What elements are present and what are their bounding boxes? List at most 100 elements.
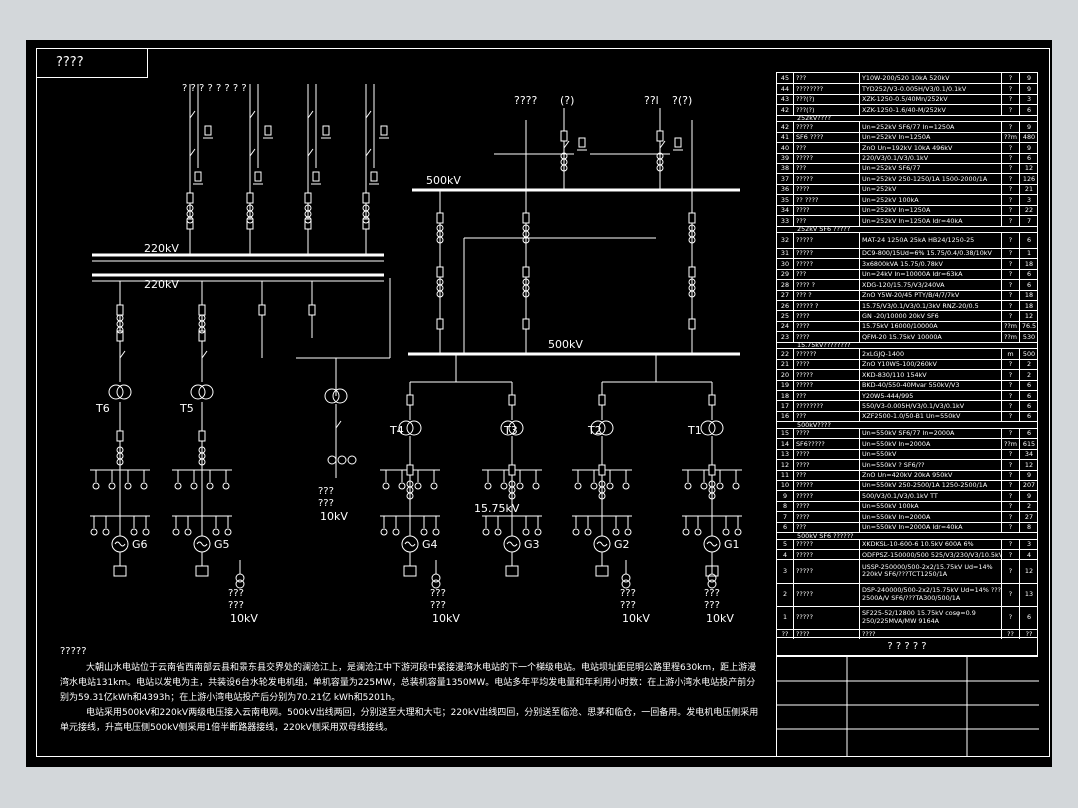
table-cell-name: ?????? (793, 349, 859, 359)
table-cell-spec: TYD252/V3-0.005H/V3/0.1/0.1kV (859, 84, 1001, 94)
label-aux-q-a1: ??? (318, 486, 334, 497)
table-cell-spec: Un=550kV In=2000A (859, 512, 1001, 522)
pt-symbol (482, 528, 490, 536)
table-cell-unit: ? (1001, 280, 1019, 290)
table-cell-unit: ??m (1001, 439, 1019, 449)
breaker-symbol (708, 394, 716, 406)
table-cell-qty: 12 (1019, 311, 1038, 321)
table-cell-unit: ??m (1001, 132, 1019, 143)
table-cell-name: ????? (793, 174, 859, 184)
table-row: 42???(?)XZK-1250-1.6/40-M/252kV?6 (777, 104, 1038, 115)
table-row: 21????ZnO Y10W5-100/260kV?2 (777, 358, 1037, 370)
excitation-symbol (732, 482, 740, 490)
table-cell-no: 42 (780, 122, 790, 131)
generator-label: G2 (614, 538, 630, 551)
table-cell-qty: 6 (1019, 428, 1038, 439)
table-cell-spec: 220/V3/0.1/V3/0.1kV (859, 153, 1001, 163)
excitation-symbol (574, 482, 582, 490)
ct-symbol (598, 492, 606, 500)
table-cell-qty: 530 (1019, 332, 1038, 342)
aux-trafo-symbol (431, 579, 441, 589)
table-cell-name: ???? (793, 629, 859, 639)
switch-symbol (365, 148, 372, 157)
ct-symbol (508, 492, 516, 500)
transformer-label-t5: T5 (179, 402, 194, 415)
table-cell-no: 29 (780, 270, 790, 279)
table-cell-no: 43 (780, 95, 790, 104)
table-cell-no: 18 (780, 391, 790, 400)
table-cell-qty: 9 (1019, 143, 1038, 153)
arrester-symbol (204, 125, 212, 136)
transformer-symbol (406, 420, 422, 436)
switch-symbol (189, 110, 196, 119)
label-aux-q-c2: ??? (430, 600, 446, 611)
table-cell-spec: XKDKSL-10-600-6 10.5kV 600A 6% (859, 539, 1001, 550)
label-aux-q-e2: ??? (704, 600, 720, 611)
pt-symbol (172, 528, 180, 536)
table-cell-name: ???? (793, 449, 859, 460)
breaker-symbol (362, 218, 370, 230)
table-cell-spec: DC9-800/15Ud=6% 15.75/0.4/0.38/10kV (859, 248, 1001, 259)
table-cell-no: 9 (782, 491, 788, 500)
table-cell-no: 4 (782, 550, 788, 559)
table-cell-no: 16 (780, 412, 790, 421)
excitation-symbol (206, 482, 214, 490)
table-cell-unit: ??m (1001, 321, 1019, 332)
table-row: 42?????Un=252kV SF6/77 In=1250A?9 (777, 121, 1037, 132)
table-cell-spec: Y20W5-444/995 (859, 391, 1001, 401)
ct-symbol (688, 290, 696, 298)
generator-wave-symbol (706, 541, 718, 547)
table-cell-name: ????? (793, 539, 859, 550)
table-cell-name: SF6????? (793, 439, 859, 449)
table-footer: ? ? ? ? ? (776, 638, 1038, 656)
label-left-outgoing: ? ? ? ? ? ? ? ? (182, 83, 247, 94)
breaker-symbol (436, 318, 444, 330)
table-section-label: 15.75kV???????? (797, 342, 851, 349)
table-row: 17????????550/V3-0.005H/V3/0.1/V3/0.1kV?… (777, 400, 1037, 411)
table-row: 10?????Un=550kV 250-2500/1A 1250-2500/1A… (777, 479, 1037, 491)
table-cell-spec: 3x6800kVA 15.75/0.78kV (859, 259, 1001, 269)
table-cell-spec: Y10W-200/520 10kA 520kV (859, 73, 1001, 84)
table-cell-no: 3 (782, 567, 788, 576)
station-aux-symbol (347, 455, 357, 465)
table-cell-unit: ? (1001, 174, 1019, 184)
ct-symbol (436, 290, 444, 298)
breaker-symbol (198, 330, 206, 342)
table-row: 26????? ?15.75/V3/0.1/V3/0.1/3kV RNZ-20/… (777, 300, 1037, 311)
table-cell-spec: Un=252kV SF6/77 In=1250A (859, 122, 1001, 132)
table-cell-qty: 6 (1019, 105, 1038, 115)
table-cell-qty: 1 (1019, 248, 1038, 259)
table-cell-spec: Un=252kV 100kA (859, 195, 1001, 205)
neutral-resistor-symbol (195, 565, 209, 577)
table-cell-no: 32 (780, 236, 790, 245)
label-aux-q-a2: ??? (318, 498, 334, 509)
transformer-symbol (708, 420, 724, 436)
table-cell-unit: ?? (1001, 629, 1019, 639)
table-row: 4?????ODFPSZ-150000/500 525/V3/230/V3/10… (777, 549, 1037, 560)
table-cell-name: ????? (793, 380, 859, 390)
table-cell-no: 12 (780, 460, 790, 469)
table-row: 30?????3x6800kVA 15.75/0.78kV?18 (777, 258, 1037, 269)
label-right-outgoing-b: ??l (644, 94, 659, 107)
table-cell-spec: Un=252kV (859, 184, 1001, 195)
pt-symbol (130, 528, 138, 536)
transformer-label-t4: T4 (389, 424, 404, 437)
generator-label: G5 (214, 538, 230, 551)
table-cell-spec: 500/V3/0.1/V3/0.1kV TT (859, 491, 1001, 501)
table-cell-no: 27 (780, 291, 790, 300)
breaker-symbol (406, 464, 414, 476)
ct-symbol (186, 216, 194, 224)
table-cell-spec: Un=550kV 250-2500/1A 1250-2500/1A (859, 480, 1001, 491)
breaker-symbol (688, 266, 696, 278)
breaker-symbol (246, 218, 254, 230)
table-cell-unit: ? (1001, 184, 1019, 195)
table-cell-unit: ? (1001, 460, 1019, 470)
table-cell-name: ????? (793, 248, 859, 259)
table-row: 27??? ?ZnO Y5W-20/45 PTY/B/4/7/7kV?18 (777, 289, 1037, 301)
table-cell-no: 6 (782, 523, 788, 532)
table-section-label: 252kV???? (797, 115, 831, 122)
excitation-symbol (532, 482, 540, 490)
pt-symbol (142, 528, 150, 536)
